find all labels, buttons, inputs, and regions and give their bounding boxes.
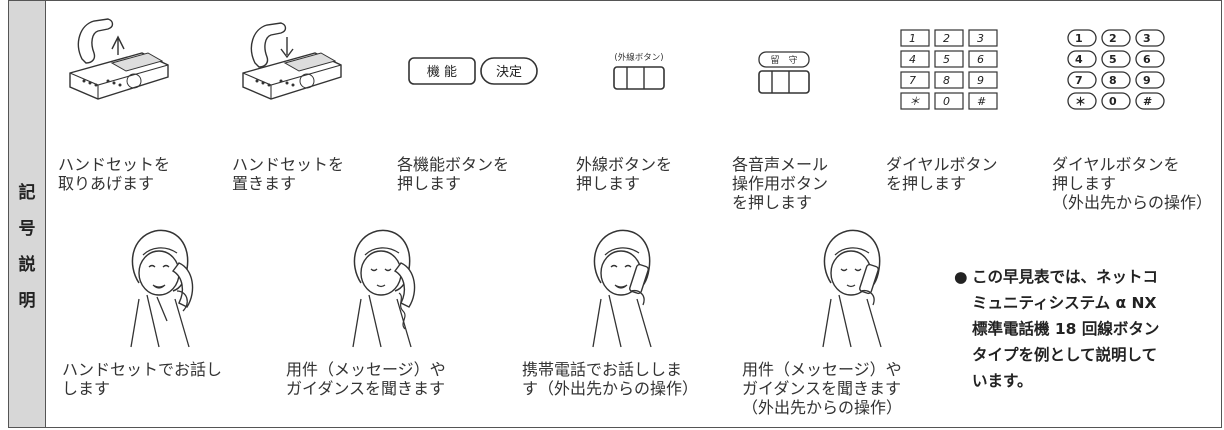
phone-handset-placed-icon (242, 22, 342, 100)
caption-dial-remote: ダイヤルボタンを押します（外出先からの操作） (1052, 155, 1213, 212)
dial-key: 7 (1075, 74, 1083, 87)
dial-key: 4 (1075, 53, 1083, 66)
dial-key: 1 (909, 32, 916, 45)
legend-panel: 記 号 説 明 機 能 決定 (外線ボタン) (8, 0, 1222, 428)
caption-outside-line: 外線ボタンを押します (576, 155, 673, 193)
dial-key: 0 (1109, 95, 1117, 108)
dial-key: 6 (977, 53, 984, 66)
dial-key: 1 (1075, 32, 1083, 45)
bullet-icon: ● (954, 268, 968, 286)
dial-key: 5 (1109, 53, 1117, 66)
caption-listen-guidance-remote: 用件（メッセージ）やガイダンスを聞きます（外出先からの操作） (742, 360, 903, 417)
voicemail-key-icon: 留 守 (758, 51, 810, 94)
dial-key: 2 (943, 32, 950, 45)
dial-key: 2 (1109, 32, 1117, 45)
note-line: タイプを例として説明して (972, 346, 1158, 364)
caption-voicemail-buttons: 各音声メール操作用ボタンを押します (732, 155, 829, 212)
dial-key: 9 (1143, 74, 1151, 87)
voicemail-label: 留 守 (770, 54, 797, 66)
dial-key: 8 (1109, 74, 1117, 87)
note-line: ミュニティシステム α NX (972, 294, 1157, 312)
dial-key: 3 (977, 32, 984, 45)
dial-key: 7 (909, 74, 916, 87)
note-line: います。 (972, 372, 1033, 390)
phone-handset-lifted-icon (69, 18, 169, 100)
woman-talking-handset-icon (130, 229, 194, 348)
confirm-key-label: 決定 (496, 65, 522, 80)
woman-talking-mobile-icon (592, 229, 652, 348)
function-key-label: 機 能 (427, 65, 457, 80)
dial-key: 9 (977, 74, 984, 87)
note-line: この早見表では、ネットコ (972, 268, 1159, 286)
outside-line-label: (外線ボタン) (614, 52, 663, 63)
dial-key: # (1143, 95, 1152, 108)
caption-place-handset: ハンドセットを置きます (232, 155, 345, 193)
dial-key: ＊ (1075, 95, 1086, 108)
function-keys-icon: 機 能 決定 (408, 57, 538, 85)
outside-line-key-icon: (外線ボタン) (613, 52, 665, 90)
caption-function-buttons: 各機能ボタンを押します (397, 155, 510, 193)
caption-lift-handset: ハンドセットを取りあげます (58, 155, 171, 193)
sidebar: 記 号 説 明 (9, 1, 46, 427)
caption-talk-handset: ハンドセットでお話しします (62, 360, 223, 398)
woman-listening-mobile-icon (822, 229, 882, 348)
note-line: 標準電話機 18 回線ボタン (972, 320, 1160, 338)
dial-pad-letters-icon: 1 2 3 4 5 6 7 8 9 ＊ 0 # (1067, 29, 1165, 110)
dial-key: 3 (1143, 32, 1151, 45)
dial-key: 0 (943, 95, 950, 108)
sidebar-char: 号 (18, 219, 36, 239)
sidebar-char: 明 (18, 291, 36, 311)
sidebar-char: 説 (18, 255, 36, 275)
dial-key: 8 (943, 74, 950, 87)
dial-key: 5 (943, 53, 950, 66)
dial-pad-icon: 1 2 3 4 5 6 7 8 9 ＊ 0 # (900, 29, 998, 110)
dial-key: 6 (1143, 53, 1151, 66)
caption-talk-mobile: 携帯電話でお話しします（外出先からの操作） (522, 360, 699, 398)
sidebar-char: 記 (18, 183, 36, 203)
caption-dial-buttons: ダイヤルボタンを押します (886, 155, 998, 193)
dial-key: # (977, 95, 986, 108)
dial-key: ＊ (909, 95, 920, 108)
example-note: ● この早見表では、ネットコ ミュニティシステム α NX 標準電話機 18 回… (954, 264, 1224, 394)
dial-key: 4 (909, 53, 916, 66)
caption-listen-guidance: 用件（メッセージ）やガイダンスを聞きます (286, 360, 446, 398)
woman-listening-handset-icon (352, 229, 416, 348)
